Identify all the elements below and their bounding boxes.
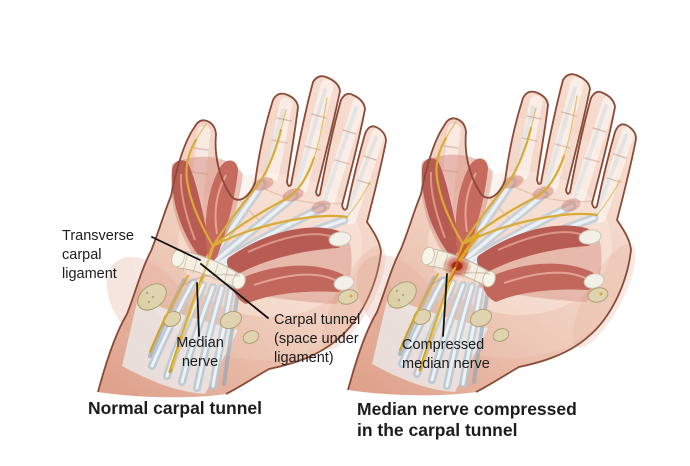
label-compressed-median-nerve: Compressed median nerve — [402, 337, 490, 372]
leader-compressed-nerve — [442, 273, 448, 337]
leader-carpal-tunnel — [200, 263, 269, 319]
label-median-nerve: Median nerve — [176, 335, 224, 370]
caption-median-nerve-compressed: Median nerve compressed in the carpal tu… — [357, 399, 577, 440]
compressed-nerve-swollen — [458, 233, 480, 262]
right-hand-illustration — [339, 74, 647, 395]
leader-lines — [151, 236, 448, 337]
leader-median-nerve — [196, 282, 200, 337]
label-transverse-carpal-ligament: Transverse carpal ligament — [62, 228, 134, 282]
caption-normal-carpal-tunnel: Normal carpal tunnel — [87, 398, 263, 418]
label-carpal-tunnel: Carpal tunnel (space under ligament) — [274, 312, 361, 366]
leader-transverse-ligament — [151, 236, 201, 261]
